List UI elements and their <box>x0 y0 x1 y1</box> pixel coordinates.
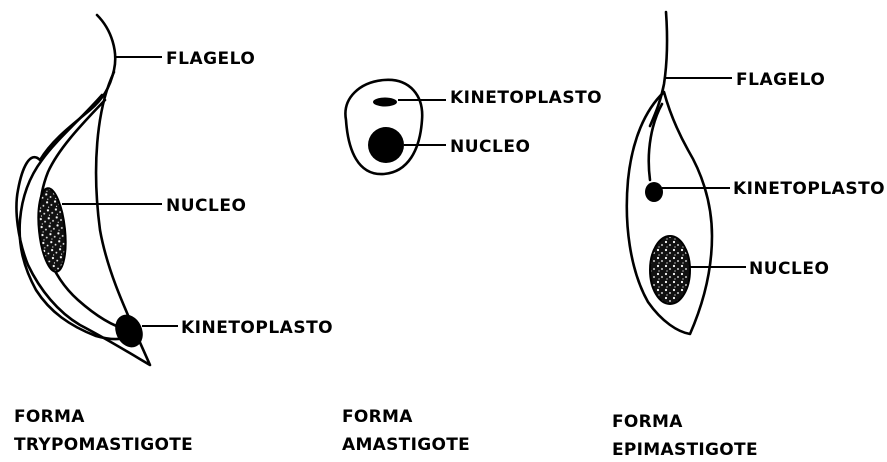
trypomastigote-nucleus <box>35 187 70 273</box>
epimastigote-flagelo-label: FLAGELO <box>736 70 825 90</box>
epimastigote-nucleus <box>650 236 690 304</box>
trypomastigote-figure: FLAGELO NUCLEO KINETOPLASTO FORMA TRYPOM… <box>14 15 333 455</box>
trypomastigote-caption-line1: FORMA <box>14 407 85 427</box>
amastigote-caption-line2: AMASTIGOTE <box>342 435 470 455</box>
amastigote-nucleo-label: NUCLEO <box>450 137 530 157</box>
epimastigote-kinetoplasto-label: KINETOPLASTO <box>733 179 885 199</box>
nucleo-label: NUCLEO <box>166 196 246 216</box>
epimastigote-caption-line2: EPIMASTIGOTE <box>612 440 758 460</box>
amastigote-figure: KINETOPLASTO NUCLEO FORMA AMASTIGOTE <box>342 80 602 455</box>
kinetoplasto-label: KINETOPLASTO <box>181 318 333 338</box>
epimastigote-caption-line1: FORMA <box>612 412 683 432</box>
amastigote-kinetoplast <box>373 98 397 107</box>
amastigote-kinetoplasto-label: KINETOPLASTO <box>450 88 602 108</box>
trypomastigote-cell-drawing <box>16 15 150 365</box>
amastigote-caption-line1: FORMA <box>342 407 413 427</box>
trypomastigote-caption-line2: TRYPOMASTIGOTE <box>14 435 193 455</box>
epimastigote-nucleo-label: NUCLEO <box>749 259 829 279</box>
epimastigote-figure: FLAGELO KINETOPLASTO NUCLEO FORMA EPIMAS… <box>612 12 885 460</box>
flagelo-label: FLAGELO <box>166 49 255 69</box>
amastigote-nucleus <box>368 127 404 163</box>
epimastigote-kinetoplast <box>645 182 663 202</box>
